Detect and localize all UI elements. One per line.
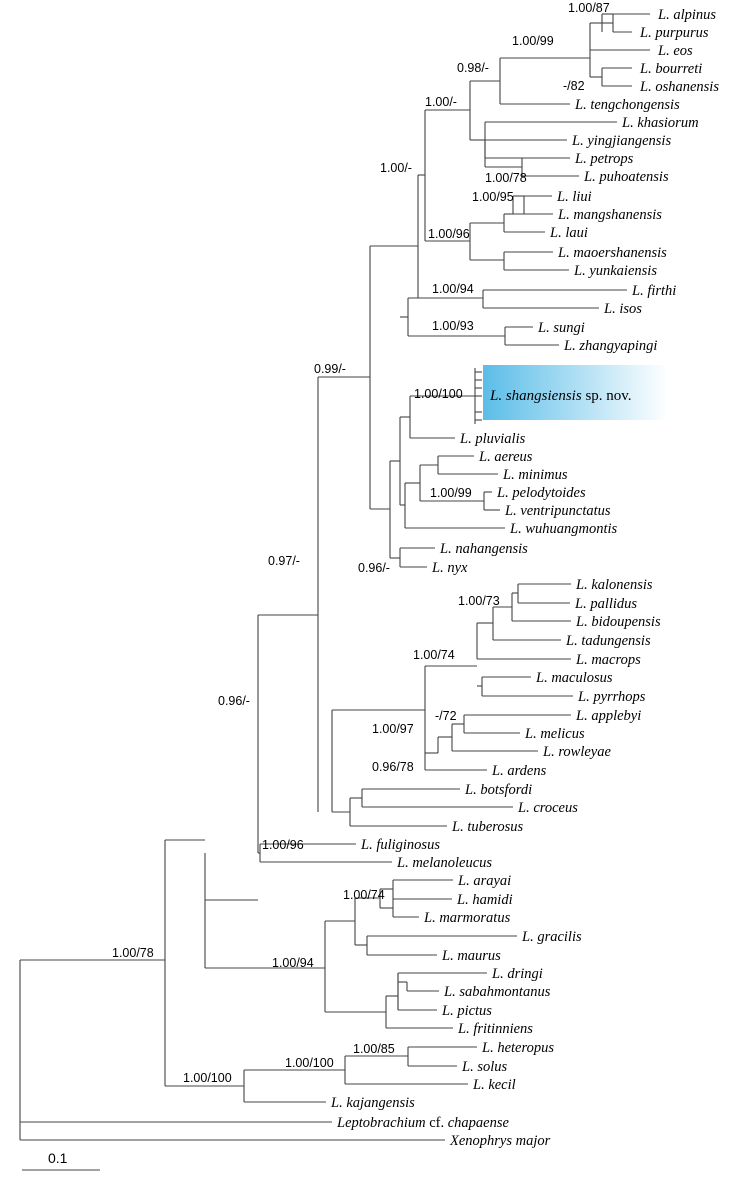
- tip-label-melanoleucus: L. melanoleucus: [396, 855, 492, 871]
- tip-label-nahangensis: L. nahangensis: [439, 541, 528, 557]
- tip-label-maurus: L. maurus: [441, 948, 501, 964]
- tip-label-sabahmontanus: L. sabahmontanus: [443, 984, 551, 1000]
- tip-label-maculosus: L. maculosus: [535, 670, 613, 686]
- support-value-n_shang: 1.00/100: [414, 387, 463, 401]
- tip-label-macrops: L. macrops: [575, 652, 641, 668]
- support-value-n_nah_nyx: 0.96/-: [358, 561, 390, 575]
- support-value-n_app_ard: 0.96/78: [372, 760, 414, 774]
- tip-label-pictus: L. pictus: [441, 1003, 492, 1019]
- support-value-n_big: 0.99/-: [314, 362, 346, 376]
- tip-label-dringi: L. dringi: [491, 966, 543, 982]
- tip-label-pelodytoides: L. pelodytoides: [496, 485, 586, 501]
- tip-label-tengchongensis: L. tengchongensis: [574, 97, 680, 113]
- tip-label-croceus: L. croceus: [517, 800, 578, 816]
- tip-label-melicus: L. melicus: [524, 726, 585, 742]
- tip-label-chapaense: Leptobrachium cf. chapaense: [336, 1115, 510, 1131]
- tip-label-firthi: L. firthi: [631, 283, 676, 299]
- tip-label-kalonensis: L. kalonensis: [575, 577, 653, 593]
- support-value-n_bou_osh: -/82: [563, 79, 585, 93]
- tip-label-gracilis: L. gracilis: [521, 929, 582, 945]
- support-value-n_pel_ven: 1.00/99: [430, 486, 472, 500]
- tip-label-applebyi: L. applebyi: [575, 708, 641, 724]
- tip-label-bidoupensis: L. bidoupensis: [575, 614, 661, 630]
- tip-label-rowleyae: L. rowleyae: [542, 744, 611, 760]
- tip-label-sungi: L. sungi: [537, 320, 585, 336]
- support-value-n_ful_mel: 1.00/96: [262, 838, 304, 852]
- support-value-n_core: 1.00/-: [380, 161, 412, 175]
- tip-label-yunkaiensis: L. yunkaiensis: [573, 263, 657, 279]
- new-species-highlight: [483, 365, 668, 420]
- support-value-n_ingroup: 1.00/78: [112, 946, 154, 960]
- tip-label-yingjiangensis: L. yingjiangensis: [571, 133, 671, 149]
- tip-label-marmoratus: L. marmoratus: [423, 910, 511, 926]
- tip-label-liui: L. liui: [556, 189, 592, 205]
- tip-label-ardens: L. ardens: [491, 763, 547, 779]
- support-value-n_097: 0.97/-: [268, 554, 300, 568]
- tip-label-laui: L. laui: [549, 225, 588, 241]
- tip-label-petrops: L. petrops: [574, 151, 634, 167]
- scale-bar-label: 0.1: [48, 1150, 68, 1166]
- tip-label-wuhuangmontis: L. wuhuangmontis: [509, 521, 618, 537]
- support-value-n_kaj: 1.00/100: [183, 1071, 232, 1085]
- support-value-n_het_kec: 1.00/100: [285, 1056, 334, 1070]
- tip-label-botsfordi: L. botsfordi: [464, 782, 532, 798]
- tip-label-pallidus: L. pallidus: [574, 596, 637, 612]
- tip-label-zhangyapingi: L. zhangyapingi: [563, 338, 657, 354]
- tip-label-tadungensis: L. tadungensis: [565, 633, 651, 649]
- tip-label-pyrrhops: L. pyrrhops: [577, 689, 646, 705]
- tip-label-aereus: L. aereus: [478, 449, 533, 465]
- support-value-n_top: 1.00/-: [425, 95, 457, 109]
- support-value-n_ara_mar: 1.00/74: [343, 888, 385, 902]
- tip-label-puhoatensis: L. puhoatensis: [583, 169, 669, 185]
- tip-label-purpurus: L. purpurus: [639, 25, 709, 41]
- support-value-n_het_sol: 1.00/85: [353, 1042, 395, 1056]
- tip-label-isos: L. isos: [603, 301, 642, 317]
- tip-label-kajangensis: L. kajangensis: [330, 1095, 415, 1111]
- tip-label-khasiorum: L. khasiorum: [621, 115, 699, 131]
- support-value-n_kal_pyr: 1.00/74: [413, 648, 455, 662]
- support-value-n_fir_iso: 1.00/94: [432, 282, 474, 296]
- support-value-n_alp_ten: 0.98/-: [457, 61, 489, 75]
- support-value-n_096: 0.96/-: [218, 694, 250, 708]
- tip-label-ventripunctatus: L. ventripunctatus: [504, 503, 611, 519]
- support-value-n_pet_puh: 1.00/78: [485, 171, 527, 185]
- tip-label-hamidi: L. hamidi: [456, 892, 513, 908]
- tip-label-eos: L. eos: [657, 43, 693, 59]
- tip-label-major: Xenophrys major: [449, 1133, 551, 1149]
- tip-label-oshanensis: L. oshanensis: [639, 79, 719, 95]
- tip-label-fuliginosus: L. fuliginosus: [360, 837, 440, 853]
- support-value-n_sun_zha: 1.00/93: [432, 319, 474, 333]
- tip-label-heteropus: L. heteropus: [481, 1040, 554, 1056]
- tip-label-solus: L. solus: [461, 1059, 507, 1075]
- support-value-n_liu_man: 1.00/95: [472, 190, 514, 204]
- tip-label-nyx: L. nyx: [431, 560, 468, 576]
- support-value-n_kal_pal: 1.00/73: [458, 594, 500, 608]
- support-value-n_kal_ard: 1.00/97: [372, 722, 414, 736]
- tip-label-mangshanensis: L. mangshanensis: [557, 207, 662, 223]
- new-species-label: L. shangsiensis sp. nov.: [489, 388, 632, 404]
- tip-label-pluvialis: L. pluvialis: [459, 431, 526, 447]
- tip-label-maoershanensis: L. maoershanensis: [557, 245, 667, 261]
- support-value-n_app_mel: -/72: [435, 709, 457, 723]
- tip-label-bourreti: L. bourreti: [639, 61, 702, 77]
- tip-label-tuberosus: L. tuberosus: [451, 819, 524, 835]
- support-value-n_alp_bou: 1.00/99: [512, 34, 554, 48]
- tip-label-kecil: L. kecil: [472, 1077, 516, 1093]
- support-value-n_liu_yun: 1.00/96: [428, 227, 470, 241]
- support-value-n_alp_pur: 1.00/87: [568, 1, 610, 15]
- tip-label-alpinus: L. alpinus: [657, 7, 716, 23]
- tip-label-arayai: L. arayai: [457, 873, 511, 889]
- tip-label-fritinniens: L. fritinniens: [457, 1021, 533, 1037]
- tip-label-minimus: L. minimus: [502, 467, 568, 483]
- support-value-n_bor: 1.00/94: [272, 956, 314, 970]
